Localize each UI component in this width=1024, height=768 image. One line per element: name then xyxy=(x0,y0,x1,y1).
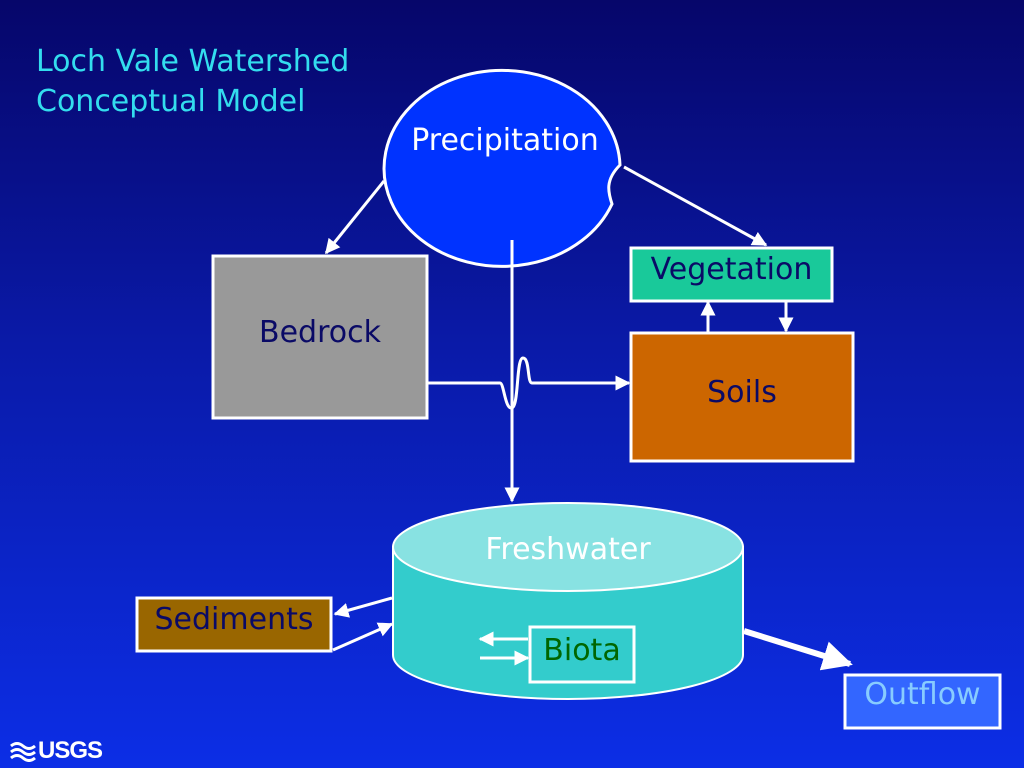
sediments-box xyxy=(135,596,333,653)
soils-box xyxy=(629,331,855,463)
usgs-logo: USGS xyxy=(10,737,103,764)
vegetation-box xyxy=(629,246,834,303)
sediments-label: Sediments xyxy=(154,602,314,637)
soils-label: Soils xyxy=(707,375,777,410)
freshwater-label: Freshwater xyxy=(485,532,651,567)
usgs-wave-icon xyxy=(10,742,36,762)
outflow-label: Outflow xyxy=(864,677,981,712)
title-line-1: Loch Vale Watershed xyxy=(36,44,350,79)
arrow-precipitation-to-bedrock xyxy=(324,180,386,255)
outflow-box xyxy=(843,673,1002,730)
arrow-precipitation-to-vegetation xyxy=(623,165,768,247)
biota-box xyxy=(528,625,636,684)
arrow-freshwater-to-sediments xyxy=(333,596,393,618)
slide-title: Loch Vale Watershed Conceptual Model xyxy=(36,42,349,122)
precipitation-bubble xyxy=(382,68,622,268)
usgs-logo-text: USGS xyxy=(38,737,103,764)
freshwater-cylinder-top xyxy=(392,502,744,592)
arrow-sediments-to-freshwater xyxy=(332,622,394,652)
precipitation-label: Precipitation xyxy=(411,123,599,158)
bedrock-box xyxy=(211,254,429,420)
arrow-bedrock-to-soils xyxy=(428,356,631,410)
biota-label: Biota xyxy=(543,633,621,668)
arrow-freshwater-to-outflow xyxy=(743,628,853,671)
bedrock-label: Bedrock xyxy=(259,315,381,350)
vegetation-label: Vegetation xyxy=(650,252,813,287)
title-line-2: Conceptual Model xyxy=(36,84,306,119)
